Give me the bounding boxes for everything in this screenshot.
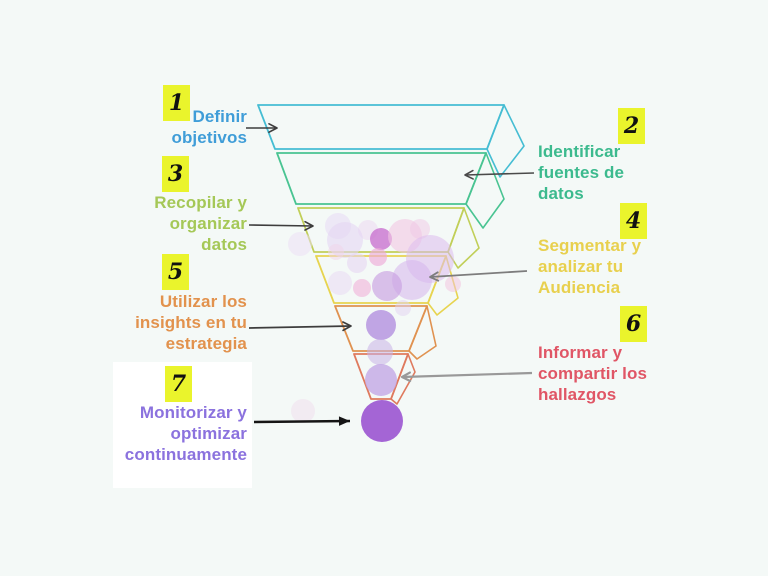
funnel-tier-2-fold <box>465 152 505 229</box>
step-1-arrow-head <box>268 123 278 133</box>
step-4-label: Segmentar y analizar tu Audiencia <box>538 236 642 297</box>
bubble-4 <box>370 228 392 250</box>
step-7-arrow-head <box>338 416 350 426</box>
step-7-arrow <box>253 419 351 424</box>
step-3-arrow-head <box>304 220 314 231</box>
funnel-bottom-circle <box>361 400 403 442</box>
bubble-6 <box>410 219 430 239</box>
funnel-tier-1-fold <box>486 104 525 178</box>
bubble-16 <box>445 276 461 292</box>
step-4-arrow-head <box>429 271 440 282</box>
step-1-label: Definir objetivos <box>171 107 247 147</box>
bubble-8 <box>328 244 344 260</box>
funnel-tier-1 <box>257 104 505 150</box>
bubble-19 <box>367 339 393 365</box>
bubble-21 <box>291 399 315 423</box>
bubble-12 <box>392 260 432 300</box>
step-5-badge: 5 <box>162 254 189 290</box>
bubble-20 <box>365 364 397 396</box>
bubble-9 <box>369 248 387 266</box>
step-5-arrow <box>248 325 352 329</box>
step-6-badge: 6 <box>620 306 647 342</box>
step-6-label: Informar y compartir los hallazgos <box>538 343 647 404</box>
step-7-number: 7 <box>170 371 187 397</box>
step-3-badge: 3 <box>162 156 189 192</box>
step-7-label: Monitorizar y optimizar continuamente <box>124 403 247 464</box>
step-5-label: Utilizar los insights en tu estrategia <box>135 292 247 353</box>
step-4-badge: 4 <box>620 203 647 239</box>
bubble-7 <box>288 232 312 256</box>
step-4-number: 4 <box>625 208 642 234</box>
step-7-badge: 7 <box>165 366 192 402</box>
step-3-number: 3 <box>167 161 184 187</box>
bubble-10 <box>347 253 367 273</box>
step-5-arrow-head <box>342 321 352 332</box>
step-2-label: Identificar fuentes de datos <box>538 142 625 203</box>
step-2-arrow <box>464 172 535 176</box>
step-4-arrow <box>429 270 528 278</box>
funnel-tier-5-fold <box>408 305 437 360</box>
step-3-label: Recopilar y organizar datos <box>154 193 247 254</box>
step-2-number: 2 <box>623 113 640 139</box>
step-6-arrow-head <box>400 371 412 383</box>
step-1-number: 1 <box>168 90 185 116</box>
bubble-13 <box>372 271 402 301</box>
step-1-badge: 1 <box>163 85 190 121</box>
step-6-arrow <box>401 371 533 379</box>
step-2-badge: 2 <box>618 108 645 144</box>
step-3-arrow <box>248 224 314 227</box>
funnel-tier-2 <box>276 152 487 205</box>
funnel-tier-3-fold <box>447 207 480 269</box>
step-5-number: 5 <box>167 259 184 285</box>
step-6-number: 6 <box>625 311 642 337</box>
bubble-17 <box>395 300 411 316</box>
bubble-18 <box>366 310 396 340</box>
funnel-tier-6-fold <box>390 353 416 405</box>
bubble-14 <box>353 279 371 297</box>
bubble-15 <box>328 271 352 295</box>
step-2-arrow-head <box>464 169 474 180</box>
